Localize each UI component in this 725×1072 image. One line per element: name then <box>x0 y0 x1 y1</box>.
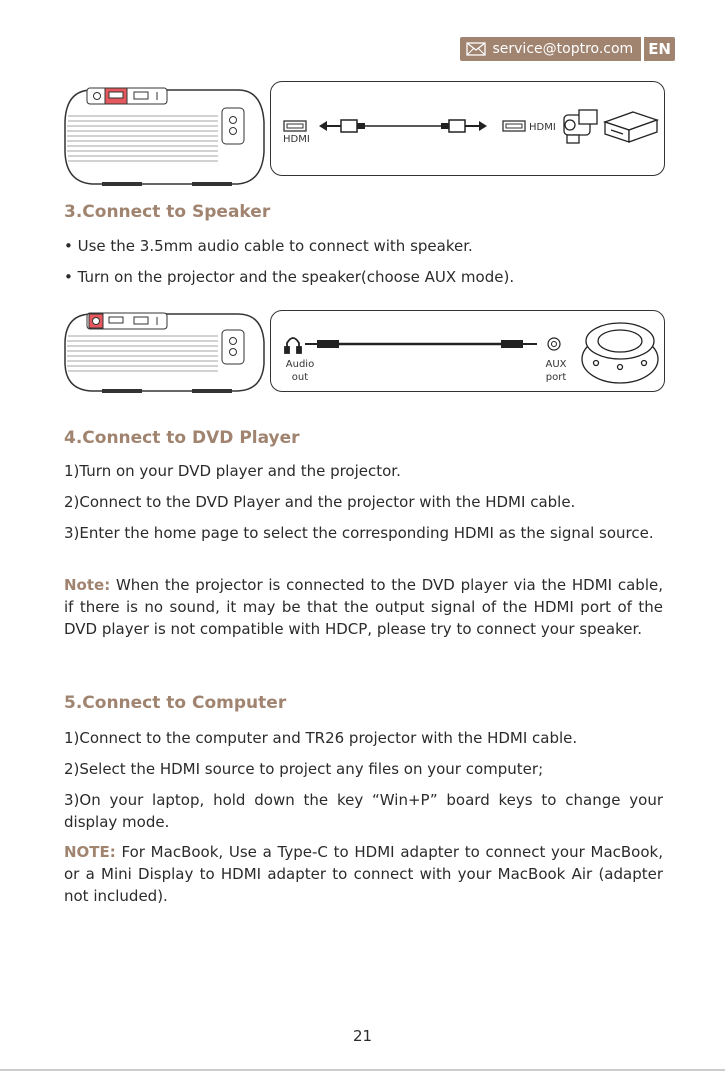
section-5-step-1: 1)Connect to the computer and TR26 proje… <box>64 729 578 747</box>
section-3-title: 3.Connect to Speaker <box>64 202 271 222</box>
bottom-rule <box>0 1069 725 1071</box>
section-3-bullet-2: • Turn on the projector and the speaker(… <box>64 268 515 286</box>
hdmi-connection-panel: HDMI HDMI <box>270 81 665 176</box>
camcorder-icon <box>563 109 598 144</box>
section-5-title: 5.Connect to Computer <box>64 693 287 713</box>
header: service@toptro.com EN <box>460 37 675 61</box>
dvd-player-icon <box>603 111 659 143</box>
section-4-step-1: 1)Turn on your DVD player and the projec… <box>64 462 401 480</box>
hdmi-label-right: HDMI <box>529 122 556 133</box>
projector-illustration-audio <box>64 312 265 393</box>
hdmi-diagram <box>283 109 659 144</box>
section-4-note-label: Note: <box>64 576 111 594</box>
section-5-note: NOTE: For MacBook, Use a Type-C to HDMI … <box>64 841 663 907</box>
aux-port-label: AUX port <box>541 358 571 384</box>
section-4-step-3: 3)Enter the home page to select the corr… <box>64 524 654 542</box>
section-3-bullet-1: • Use the 3.5mm audio cable to connect w… <box>64 237 473 255</box>
audio-diagram <box>284 322 659 384</box>
headphone-icon <box>284 337 302 354</box>
section-4-step-2: 2)Connect to the DVD Player and the proj… <box>64 493 576 511</box>
audio-connection-panel: Audio out AUX port <box>270 310 665 392</box>
page-number: 21 <box>352 1027 373 1045</box>
email-badge[interactable]: service@toptro.com <box>460 37 642 61</box>
section-5-step-3: 3)On your laptop, hold down the key “Win… <box>64 791 663 831</box>
language-badge[interactable]: EN <box>644 37 675 61</box>
section-4-note-text: When the projector is connected to the D… <box>64 576 663 638</box>
audio-out-line-1: Audio <box>285 359 315 370</box>
audio-out-label: Audio out <box>283 358 317 384</box>
section-5-note-label: NOTE: <box>64 843 116 861</box>
section-4-title: 4.Connect to DVD Player <box>64 428 300 448</box>
aux-port-line-1: AUX <box>545 359 567 370</box>
email-text: service@toptro.com <box>492 41 634 57</box>
speaker-icon <box>581 322 659 384</box>
section-5-step-2: 2)Select the HDMI source to project any … <box>64 760 544 778</box>
projector-illustration-hdmi <box>64 87 265 186</box>
mail-icon <box>466 42 487 56</box>
audio-out-line-2: out <box>291 372 309 383</box>
section-4-note: Note: When the projector is connected to… <box>64 574 663 640</box>
aux-port-line-2: port <box>545 372 567 383</box>
section-5-note-text: For MacBook, Use a Type-C to HDMI adapte… <box>64 843 663 905</box>
hdmi-label-left: HDMI <box>283 134 310 145</box>
